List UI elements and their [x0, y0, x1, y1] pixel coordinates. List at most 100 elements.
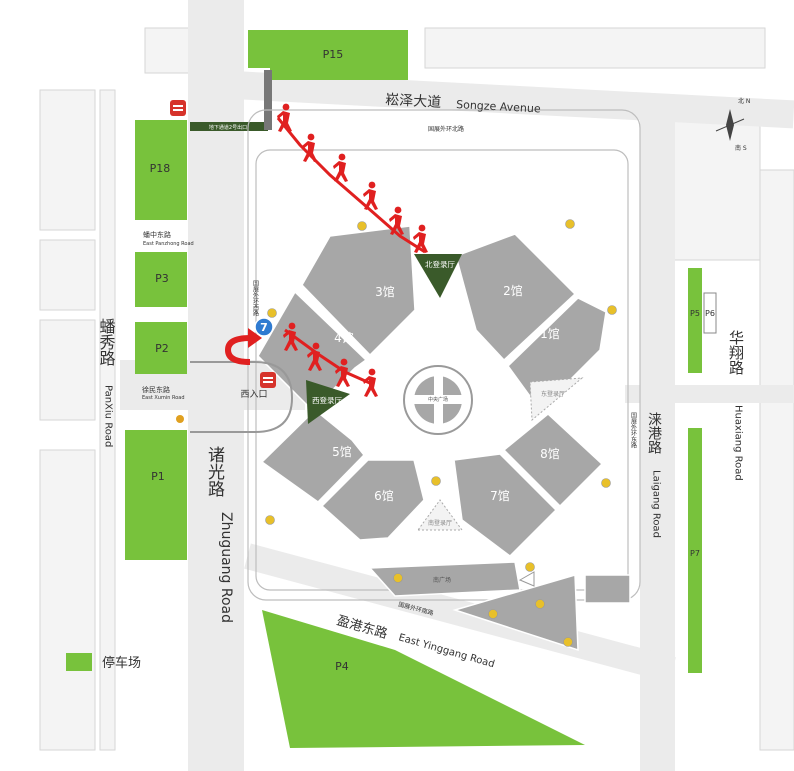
walker-icon: [307, 342, 322, 371]
south-lobby-outline: [417, 499, 463, 531]
label-P2: P2: [155, 342, 169, 355]
walker-icon: [363, 368, 378, 397]
parking-P3: [135, 252, 187, 307]
label-P4: P4: [335, 660, 349, 673]
label-hall-7: 7馆: [490, 488, 510, 503]
hall-2: [455, 233, 577, 362]
road-zhuguang-en: Zhuguang Road: [218, 512, 234, 623]
label-hall-5: 5馆: [332, 444, 352, 459]
compass-south: 南 S: [735, 144, 747, 152]
east-lobby-outline: [529, 377, 584, 422]
east-block: [584, 574, 631, 604]
parking-p-icon: [431, 476, 441, 486]
metro-icon: [170, 100, 186, 116]
road-panzhong-cn: 蟠中东路: [143, 230, 171, 239]
parking-lots: [125, 30, 702, 748]
road-panzhong-en: East Panzhong Road: [143, 241, 194, 247]
walker-icon: [333, 153, 348, 182]
road-gzwh-east: 国展外环东路: [630, 412, 637, 449]
road-xumin-en: East Xumin Road: [142, 395, 185, 401]
legend-label: 停车场: [102, 655, 141, 671]
label-center-square: 中央广场: [428, 396, 448, 403]
road-panxiu-cn: 蟠秀路: [97, 318, 116, 366]
road-huaxiang-cn: 华翔路: [727, 330, 745, 375]
hall-7: [453, 453, 558, 557]
north-lobby: [414, 254, 462, 298]
label-west-entrance: 西入口: [240, 389, 267, 400]
parking-p-icon: [535, 599, 545, 609]
south-east-block: [452, 574, 579, 652]
metro-exit-number: 7: [260, 321, 268, 334]
road-xumin-cn: 徐民东路: [142, 385, 170, 394]
parking-p-icon: [565, 219, 575, 229]
background-blocks: [39, 27, 794, 751]
walker-icon: [363, 181, 378, 210]
south-east-triangle: [518, 571, 535, 587]
parking-P7: [688, 428, 702, 673]
parking-p-icon: [393, 573, 403, 583]
compass-north: 北 N: [738, 97, 750, 105]
hall-6: [320, 459, 425, 541]
parking-markers: [265, 219, 617, 647]
legend-swatch: [66, 653, 92, 671]
parking-P2: [135, 322, 187, 374]
label-hall-4: 4馆: [334, 330, 354, 345]
label-hall-8: 8馆: [540, 446, 560, 461]
hall-8: [502, 413, 604, 508]
road-gzwh-west: 国展外环西路: [252, 280, 259, 317]
label-P7: P7: [690, 549, 700, 558]
route-arrows: [276, 117, 426, 386]
parking-p-icon: [265, 515, 275, 525]
label-P5: P5: [690, 309, 700, 318]
parking-p-icon: [488, 609, 498, 619]
south-square-block: [368, 561, 521, 597]
label-P1: P1: [151, 470, 165, 483]
parking-P15: [248, 30, 408, 80]
metro-icon: [260, 372, 276, 388]
label-P18: P18: [150, 162, 171, 175]
road-huaxiang-en: Huaxiang Road: [733, 405, 744, 481]
label-P6: P6: [705, 309, 715, 318]
parking-p-icon: [525, 562, 535, 572]
pedestrian-icons: [277, 103, 428, 397]
hall-5: [260, 408, 366, 503]
parking-p-icon: [601, 478, 611, 488]
compass-icon: [715, 109, 745, 141]
parking-P1: [125, 430, 187, 560]
parking-P4: [262, 610, 585, 748]
bus-stop-icon: [176, 415, 184, 423]
label-hall-2: 2馆: [503, 283, 523, 298]
label-P15: P15: [323, 48, 344, 61]
parking-p-icon: [267, 308, 277, 318]
metro-passage-label: 地下通道2号出口: [209, 124, 247, 131]
road-songze-cn: 崧泽大道: [385, 92, 442, 111]
hall-labels: 3馆 2馆 4馆 1馆 5馆 8馆 6馆 7馆: [332, 283, 560, 503]
parking-labels: P15 P18 P3 P2 P1 P4 P5 P6 P7: [150, 48, 715, 673]
road-laigang-en: Laigang Road: [651, 470, 662, 538]
label-hall-3: 3馆: [375, 284, 395, 299]
walker-icon: [413, 224, 428, 253]
walker-icon: [389, 206, 404, 235]
label-hall-1: 1馆: [540, 326, 560, 341]
passage-link: [264, 70, 272, 130]
parking-p-icon: [607, 305, 617, 315]
walker-icon: [277, 103, 292, 132]
road-songze-en: Songze Avenue: [456, 98, 541, 115]
parking-P18: [135, 120, 187, 220]
label-south-square: 南广场: [433, 576, 451, 584]
walker-icon: [283, 322, 298, 351]
parking-P6-outline: [703, 292, 717, 334]
label-P3: P3: [155, 272, 169, 285]
label-north-lobby: 北登录厅: [425, 259, 455, 269]
label-west-lobby: 西登录厅: [312, 395, 342, 405]
west-lobby: [306, 380, 350, 424]
metro-exit-marker: 7: [254, 317, 274, 337]
label-south-lobby: 南登录厅: [428, 519, 452, 527]
west-entrance-loop: [190, 361, 294, 433]
underground-passage: [190, 122, 268, 131]
label-east-lobby: 东登录厅: [541, 390, 565, 398]
central-square: [403, 365, 473, 435]
u-turn-arrow-icon: [224, 328, 262, 365]
parking-p-icon: [357, 221, 367, 231]
